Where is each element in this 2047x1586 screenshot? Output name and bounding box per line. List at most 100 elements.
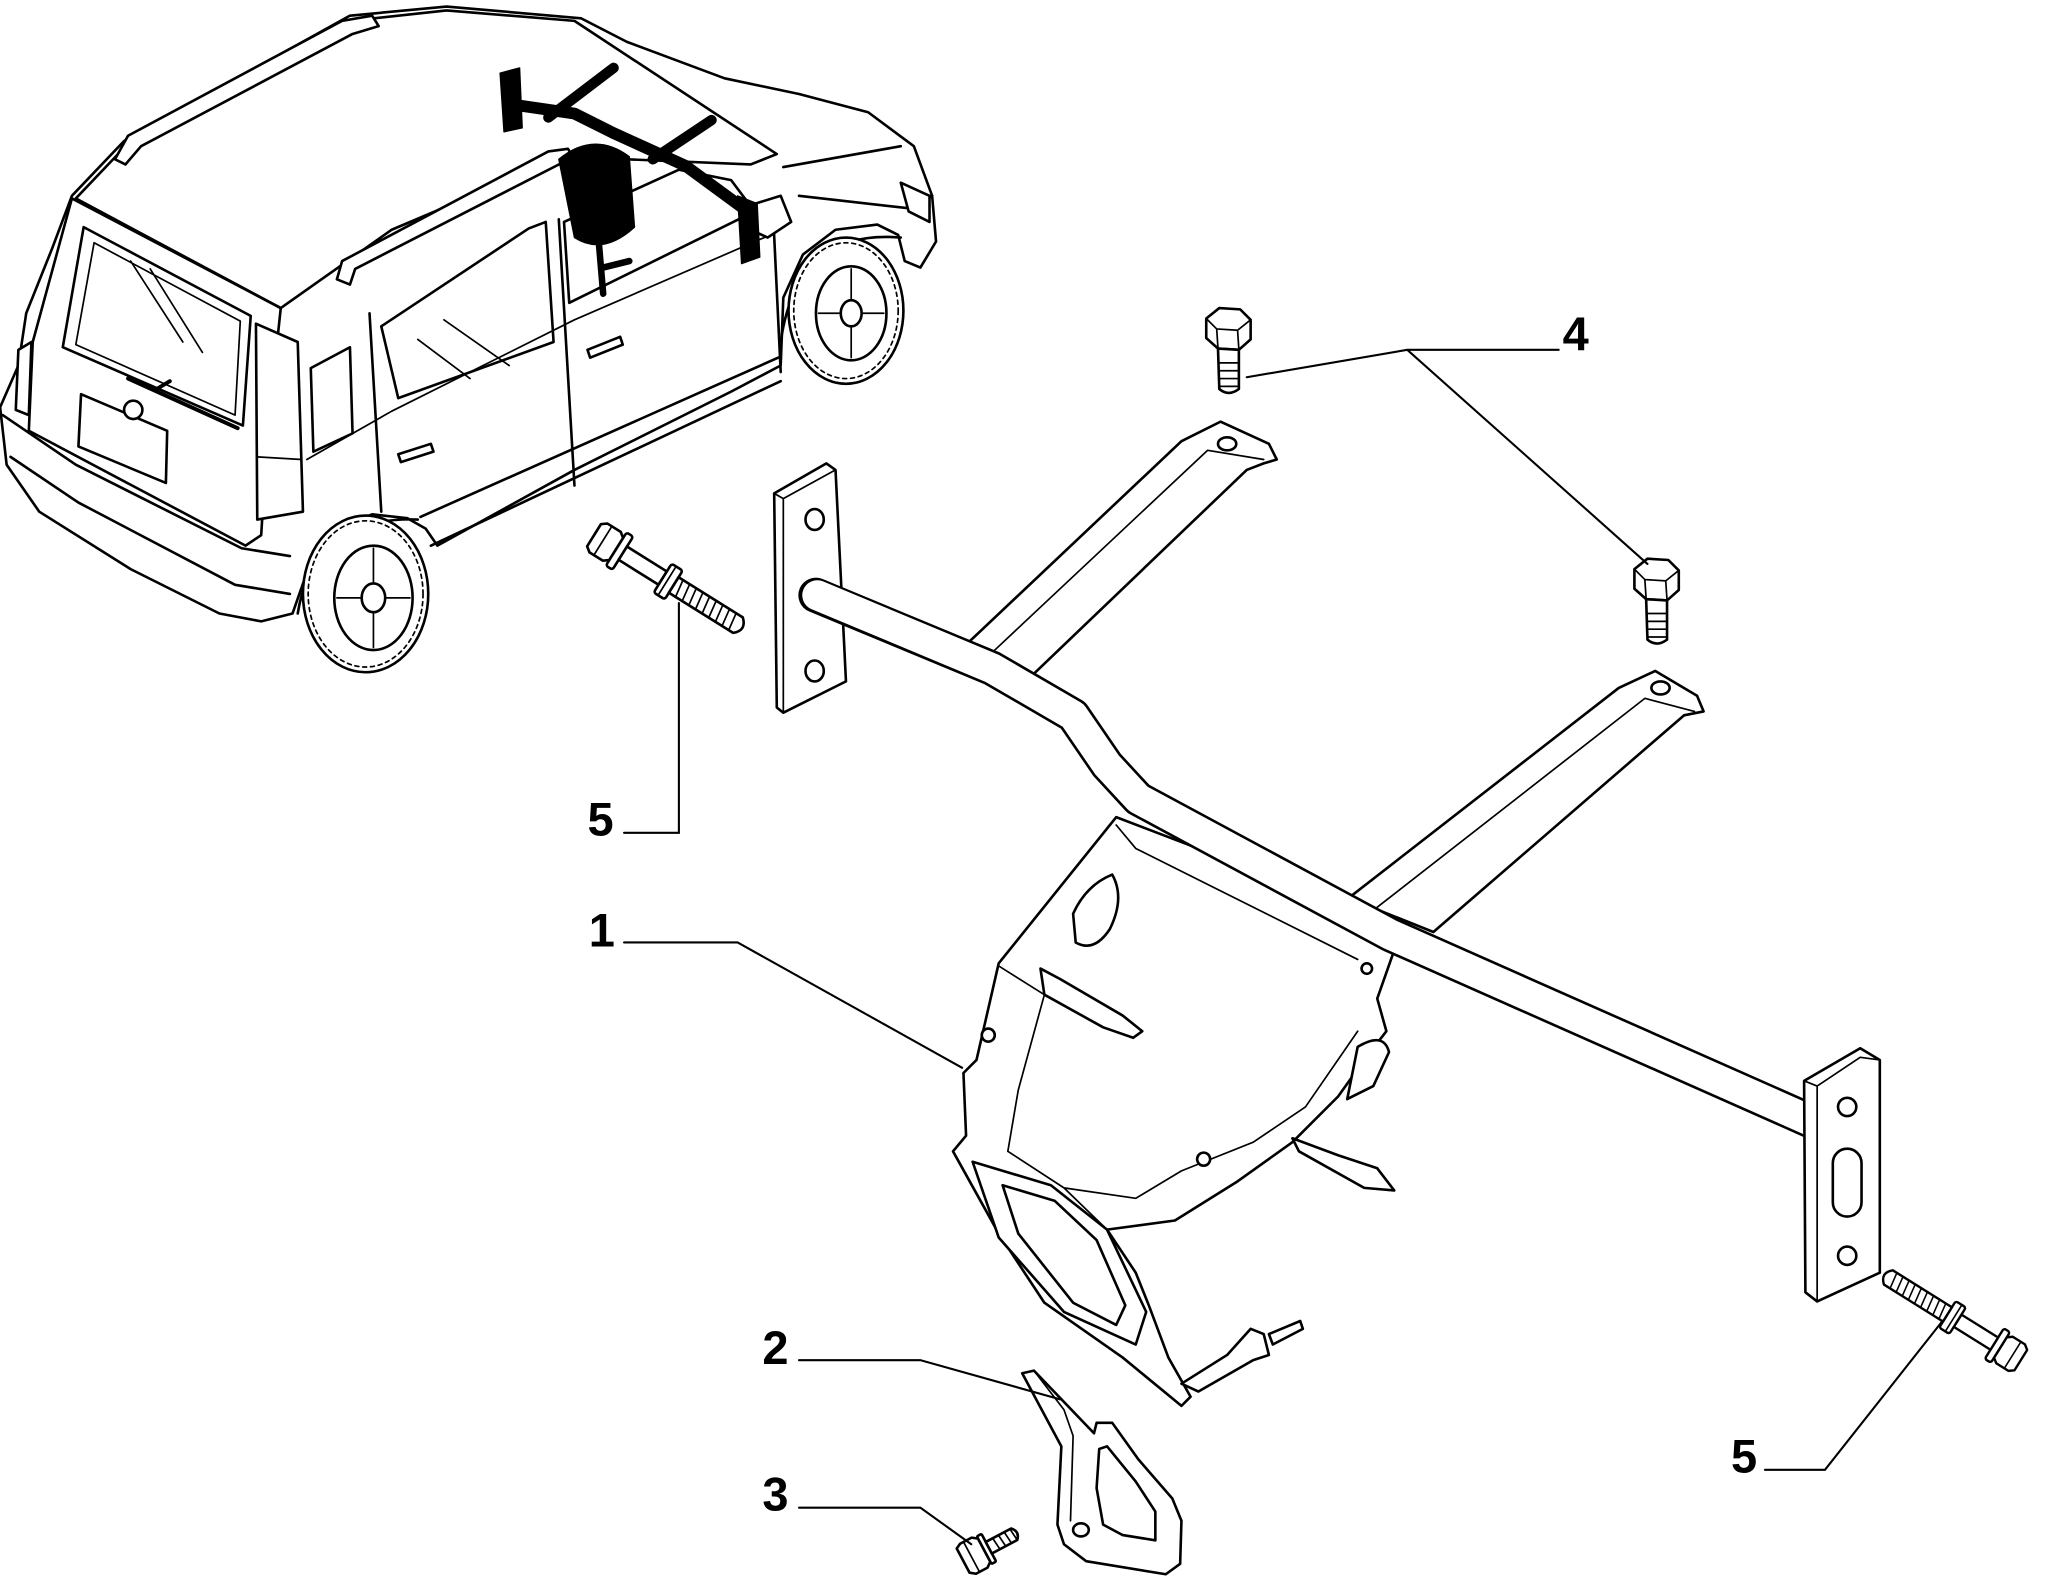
side-bolt-right [1881, 1269, 2029, 1373]
mounting-bolt-upper [1204, 306, 1252, 395]
car-front-door-handle [586, 335, 625, 359]
rear-tire-tread [307, 519, 424, 668]
car-rear-wheel [301, 514, 430, 674]
bolt-threads [674, 579, 737, 631]
car-roof-rail-left [113, 14, 380, 166]
front-hub [839, 298, 863, 328]
left-upper-strut [967, 420, 1279, 678]
rear-hub [360, 582, 387, 614]
bolt-threads [1646, 612, 1668, 638]
right-strut-edge [1376, 697, 1696, 909]
bolt-threads [991, 1528, 1019, 1551]
car-rear-bumper [1, 413, 292, 596]
bracket-cutout [1071, 873, 1120, 947]
bolt-collar-edge [657, 565, 677, 597]
left-plate-hole-bottom [804, 659, 826, 683]
callout-1: 1 [589, 903, 964, 1069]
bolt-collar-edge [1944, 1304, 1963, 1333]
leader-line-5-upper [623, 602, 680, 834]
front-tire-tread [792, 241, 900, 380]
bolt-head-edges [1205, 317, 1252, 351]
towball-mount-opening [1001, 1183, 1127, 1327]
hook-bracket-fold [1033, 1369, 1074, 1522]
car-tail-light-divider [256, 456, 303, 461]
leader-line-1 [623, 941, 964, 1069]
bolt-head-edge [593, 525, 613, 556]
car-badge-icon [122, 399, 144, 421]
hook-bracket-bolt [955, 1527, 1020, 1576]
right-mounting-plate [1802, 1046, 1882, 1303]
callouts: 4 5 1 2 3 5 [588, 307, 1944, 1546]
car-front-wheel [787, 236, 905, 386]
highlight-right-plate [736, 195, 761, 265]
car-rear-window [61, 225, 253, 427]
side-bolt-left [585, 522, 745, 635]
central-hitch-bracket [951, 815, 1396, 1408]
callout-label-5-lower: 5 [1731, 1429, 1757, 1482]
right-plate-hole-bottom [1836, 1245, 1858, 1267]
highlight-hitch-body [558, 143, 636, 246]
car-towbar-highlight [499, 62, 761, 297]
leader-line-5-lower [1763, 1319, 1944, 1471]
bracket-hole-left [980, 1027, 997, 1043]
car-tail-light-left [14, 340, 33, 417]
front-rim-spokes [817, 268, 885, 359]
right-upper-strut [1347, 669, 1705, 934]
callout-5-upper: 5 [588, 602, 680, 845]
bracket-face-line [1115, 824, 1359, 961]
leader-line-3 [797, 1506, 973, 1546]
left-plate-hole-top [804, 507, 826, 532]
bracket-left-crease [997, 965, 1046, 1153]
hook-bracket-slot [1095, 1445, 1157, 1542]
left-plate-edge [773, 469, 837, 714]
wiring-clip-rod [1267, 1319, 1305, 1346]
bracket-lug-right [1345, 1038, 1391, 1101]
right-plate-hole-top [1836, 1096, 1858, 1118]
callout-3: 3 [762, 1467, 973, 1546]
leader-line-2 [797, 1359, 1062, 1401]
hook-bracket-hole [1071, 1522, 1091, 1538]
left-strut-bar [967, 420, 1279, 678]
callout-label-5-upper: 5 [588, 792, 614, 845]
callout-label-1: 1 [589, 903, 615, 956]
hook-bracket [1020, 1369, 1183, 1576]
car-rear-window-reflection [129, 260, 204, 354]
car-tail-light-right [254, 322, 305, 521]
car-rear-window-inner [74, 241, 242, 416]
highlight-hitch-drop [594, 229, 633, 297]
callout-5-lower: 5 [1731, 1319, 1944, 1482]
right-plate-slot [1831, 1147, 1863, 1218]
car-headlamp [899, 181, 931, 224]
callout-2: 2 [762, 1321, 1062, 1401]
callout-4: 4 [1245, 307, 1649, 565]
bolt-shank [617, 545, 669, 587]
bracket-tab-right [1291, 1136, 1396, 1192]
bolt-shank [984, 1527, 1020, 1555]
car-rear-door-window [379, 220, 555, 400]
bracket-hole-lower [1195, 1151, 1212, 1167]
car-rear-door-handle [396, 442, 435, 464]
bolt-head-edges [1633, 568, 1680, 602]
leader-line-4 [1245, 348, 1649, 565]
wiring-clip [1180, 1327, 1271, 1393]
car-reference-view [0, 5, 938, 674]
car-door-lines [368, 207, 783, 514]
towbar-assembly [772, 420, 1882, 1408]
callout-label-4: 4 [1563, 307, 1589, 360]
callout-label-2: 2 [762, 1321, 788, 1374]
bolt-threads [1218, 362, 1240, 388]
highlight-strut-left [543, 62, 619, 123]
rear-rim-spokes [336, 547, 411, 649]
left-strut-hole [1216, 435, 1238, 452]
bolt-threads [1889, 1272, 1947, 1320]
bolt-head-edge [2003, 1341, 2022, 1370]
right-plate-edge [1803, 1056, 1881, 1303]
highlight-strut-right [647, 114, 717, 165]
car-rear-wiper [126, 376, 240, 431]
mounting-bolt-lower [1633, 557, 1681, 645]
crossmember-tube [798, 577, 1833, 1141]
callout-label-3: 3 [762, 1467, 788, 1520]
bolt-shank [1952, 1313, 2000, 1351]
bracket-hole-right [1360, 962, 1374, 976]
